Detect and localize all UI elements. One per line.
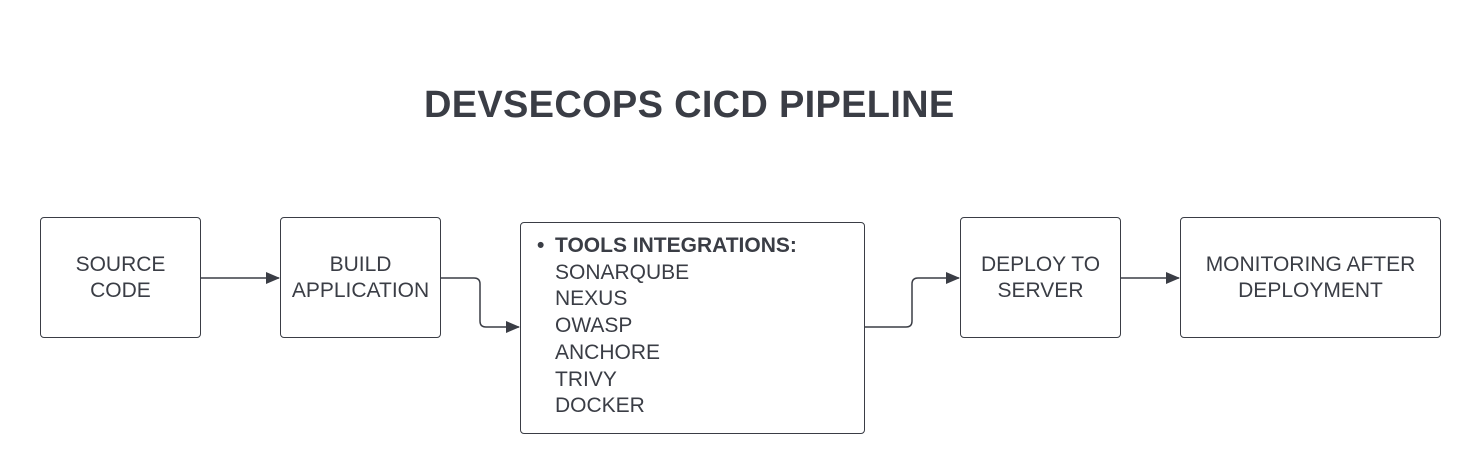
stage-monitoring-after-deployment: MONITORING AFTER DEPLOYMENT (1180, 217, 1441, 338)
tool-item-trivy: TRIVY (555, 367, 617, 391)
tool-item-anchore: ANCHORE (555, 340, 661, 364)
bullet-icon: • (537, 234, 545, 257)
tool-item-sonarqube: SONARQUBE (555, 260, 690, 284)
tool-item-docker: DOCKER (555, 394, 645, 418)
stage-deploy-to-server: DEPLOY TO SERVER (960, 217, 1121, 338)
stage-tools-integrations: • TOOLS INTEGRATIONS: SONARQUBE NEXUS OWA… (520, 222, 865, 434)
tools-heading: • TOOLS INTEGRATIONS: (537, 233, 797, 260)
arrow-tools-to-deploy (865, 272, 960, 328)
stage-deploy-to-server-label: DEPLOY TO SERVER (980, 252, 1101, 302)
stage-source-code: SOURCE CODE (40, 217, 201, 338)
tools-heading-label: TOOLS INTEGRATIONS: (555, 234, 797, 257)
diagram-title: DEVSECOPS CICD PIPELINE (424, 84, 955, 126)
tools-list: SONARQUBE NEXUS OWASP ANCHORE TRIVY DOCK… (555, 260, 689, 420)
stage-build-application: BUILD APPLICATION (280, 217, 441, 338)
tool-item-owasp: OWASP (555, 314, 633, 338)
stage-build-application-label: BUILD APPLICATION (291, 252, 430, 302)
stage-monitoring-label: MONITORING AFTER DEPLOYMENT (1205, 252, 1416, 302)
tool-item-nexus: NEXUS (555, 287, 628, 311)
stage-source-code-label: SOURCE CODE (75, 252, 166, 302)
arrow-build-to-tools (440, 277, 520, 333)
